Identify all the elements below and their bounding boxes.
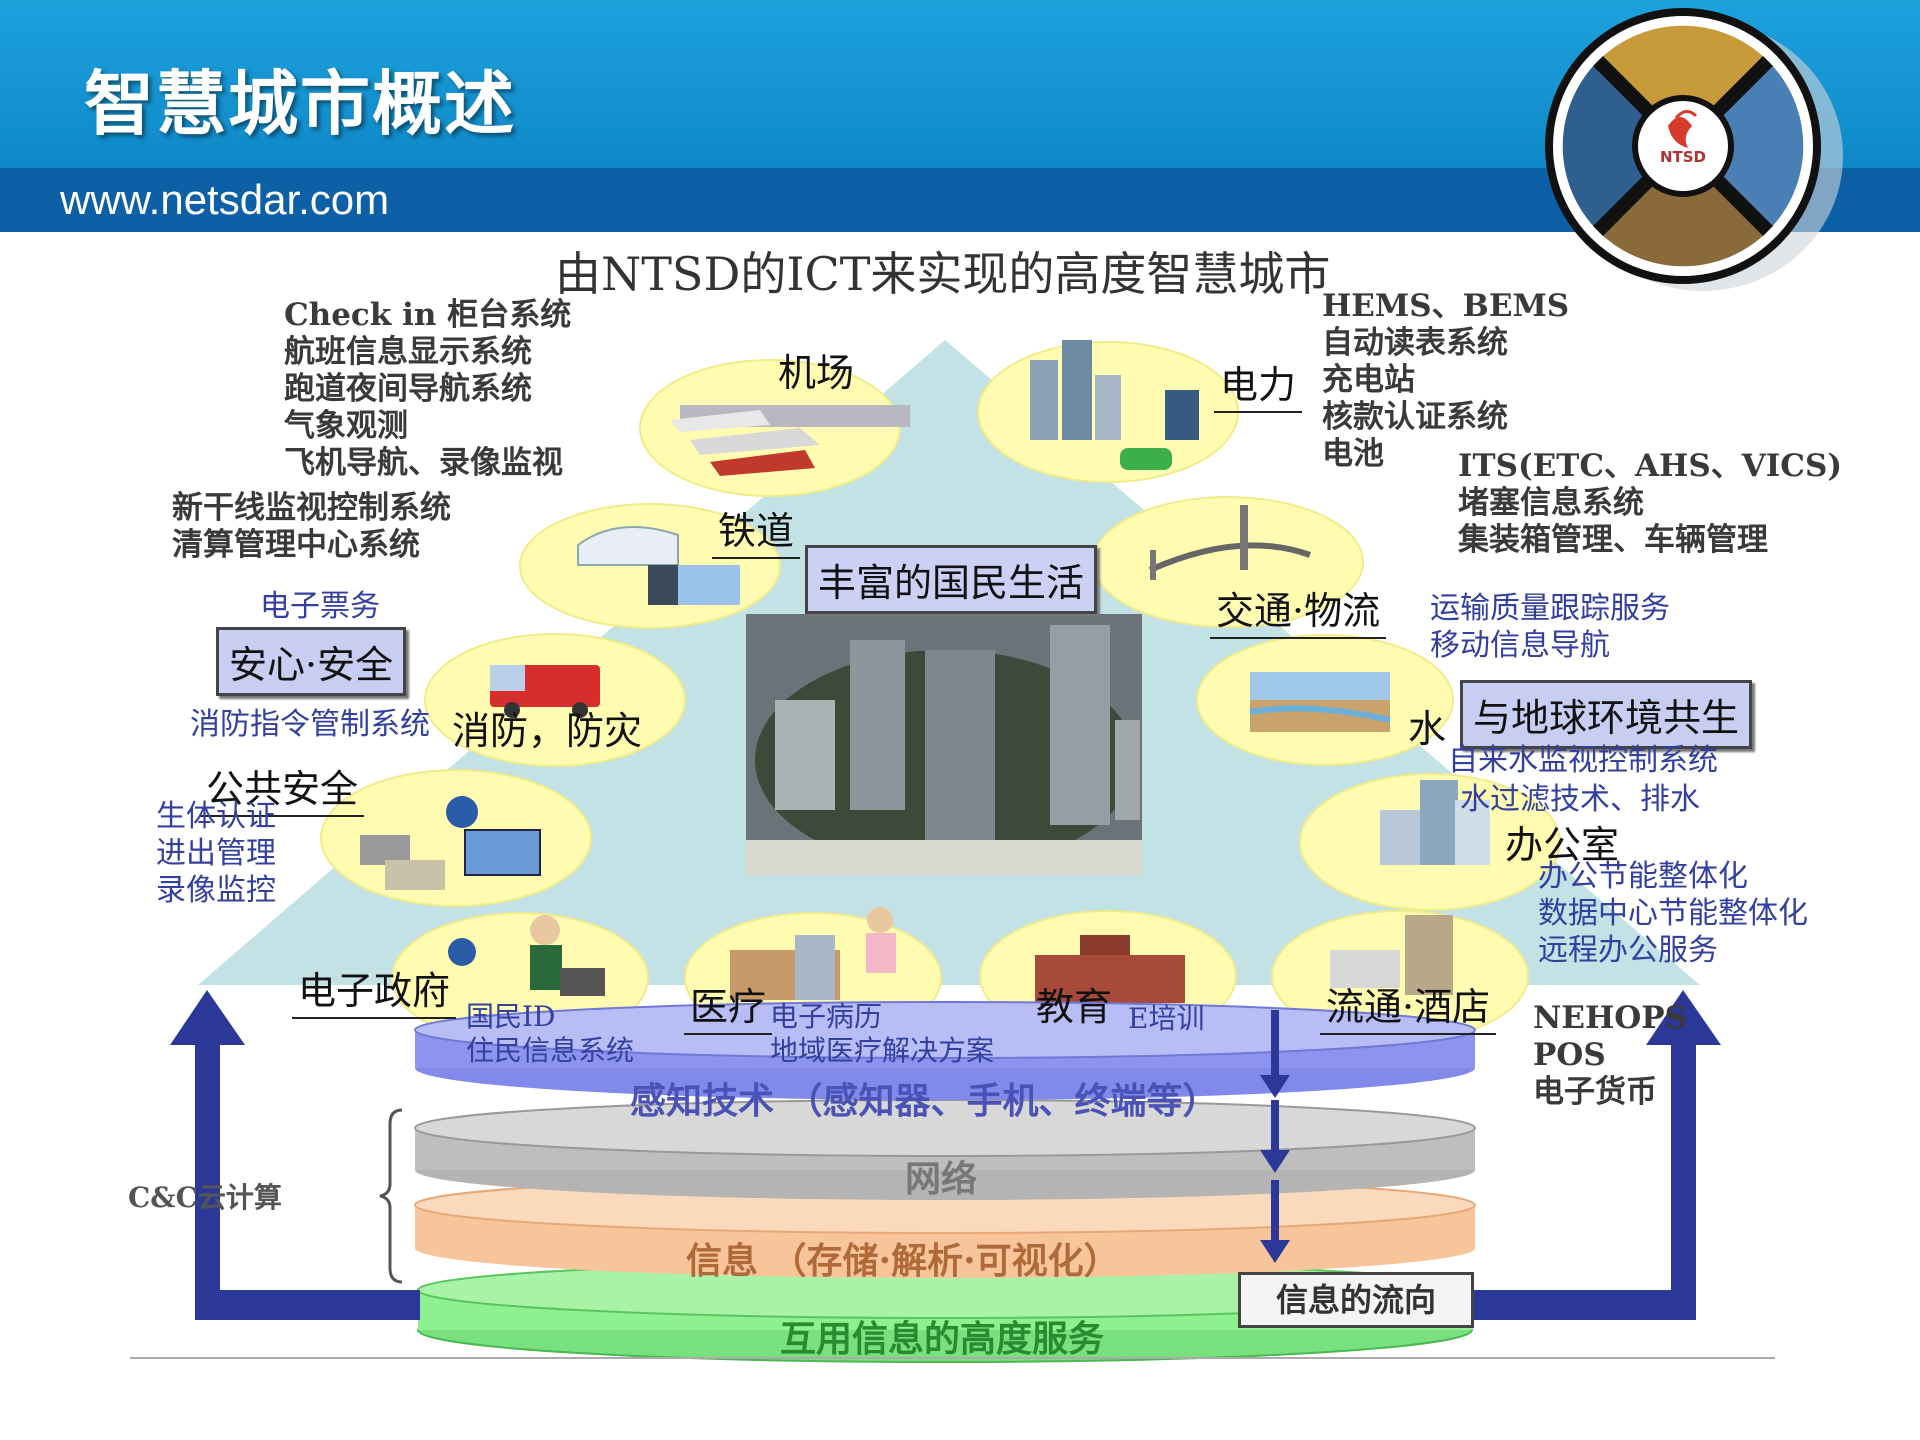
safety-box: 安心·安全 [216,627,407,696]
website-url: www.netsdar.com [60,176,390,223]
egov-notes: 国民ID 住民信息系统 [466,1000,635,1067]
diagram-title: 由NTSD的ICT来实现的高度智慧城市 [555,247,1331,301]
airport-icon [670,405,910,476]
water-notes: 自来水监视控制系统 水过滤技术、排水 [1448,743,1718,817]
environment-box: 与地球环境共生 [1460,680,1753,749]
water-landscape-icon [1249,672,1391,732]
right-arrow-shaft [1671,1045,1696,1320]
category-retail: 流通·酒店 [1320,976,1497,1035]
info-flow-label: 信息的流向 [1238,1272,1474,1328]
eticket-note: 电子票务 [260,589,380,624]
cloud-computing-label: C&C云计算 [128,1181,282,1214]
railway-notes: 新干线监视控制系统 清算管理中心系统 [172,490,451,563]
retail-notes: NEHOPS POS 电子货币 [1533,1000,1687,1110]
page-title: 智慧城市概述 [84,63,516,145]
education-note: E培训 [1128,1002,1205,1035]
right-arrow-head [1646,990,1721,1045]
power-notes: HEMS、BEMS 自动读表系统 充电站 核款认证系统 电池 [1322,288,1570,472]
security-icon [360,796,541,890]
egov-person-icon [448,915,605,996]
office-notes: 办公节能整体化 数据中心节能整体化 远程办公服务 [1538,859,1808,968]
layer-info-label: 信息 （存储·解析·可视化） [686,1240,1120,1282]
public-safety-notes: 生体认证 进出管理 录像监控 [156,799,276,908]
ntsd-logo: NTSD [1545,8,1843,291]
category-fire: 消防，防灾 [452,709,643,753]
traffic-notes: 运输质量跟踪服务 移动信息导航 [1430,591,1670,663]
layer-sensing [414,1001,1476,1059]
category-power: 电力 [1214,354,1303,413]
category-medical: 医疗 [684,976,773,1035]
category-railway: 铁道 [712,500,801,559]
logo-text: NTSD [1660,148,1706,166]
left-arrow-shaft [195,1045,220,1320]
category-public-safety: 公共安全 [200,758,365,817]
cloud-bracket [379,1108,403,1284]
layer-service-label: 互用信息的高度服务 [780,1318,1105,1360]
city-image [746,614,1142,876]
category-water: 水 [1408,707,1447,751]
railway-icon [577,526,740,605]
category-airport: 机场 [778,351,855,395]
fire-truck-icon [490,665,600,718]
left-arrow-head [170,990,245,1045]
category-education: 教育 [1036,985,1113,1029]
category-office: 办公室 [1505,823,1620,867]
bridge-icon [1148,505,1312,580]
its-notes: ITS(ETC、AHS、VICS) 堵塞信息系统 集装箱管理、车辆管理 [1458,448,1843,558]
category-egov: 电子政府 [292,960,457,1019]
fire-note: 消防指令管制系统 [190,707,430,742]
school-icon [1035,935,1185,1003]
feedback-arrows [170,990,1721,1320]
layer-network-label: 网络 [905,1158,978,1200]
power-icon [1030,340,1199,470]
medical-notes: 电子病历 地域医疗解决方案 [770,1000,995,1067]
airport-notes: Check in 柜台系统 航班信息显示系统 跑道夜间导航系统 气象观测 飞机导… [284,297,572,481]
category-traffic: 交通·物流 [1210,580,1387,639]
hospital-icon [730,907,896,1000]
airport-bubble [639,359,901,497]
layer-sensing-label: 感知技术 （感知器、手机、终端等） [630,1080,1219,1122]
info-flow-arrows [1260,1010,1290,1263]
office-building-icon [1380,780,1490,865]
center-label: 丰富的国民生活 [805,545,1098,614]
hotel-icon [1330,915,1453,995]
